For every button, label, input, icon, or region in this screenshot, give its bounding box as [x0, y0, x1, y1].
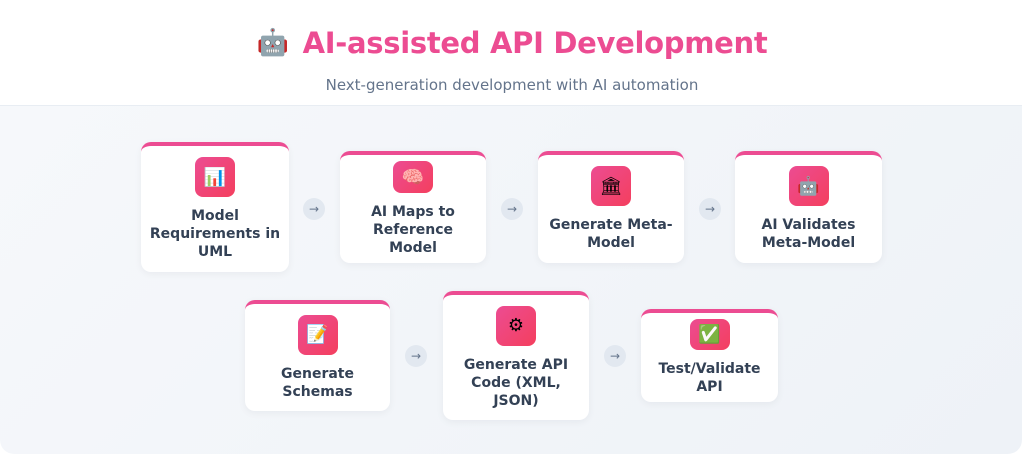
step-card-model-requirements: 📊 Model Requirements in UML: [141, 142, 289, 272]
step-label: Generate Schemas: [281, 365, 354, 400]
bar-chart-icon: 📊: [195, 157, 235, 197]
step-label: AI Validates Meta-Model: [761, 217, 856, 251]
step-card-ai-maps: 🧠 AI Maps to Reference Model: [340, 151, 486, 263]
step-card-ai-validates: 🤖 AI Validates Meta-Model: [735, 151, 882, 263]
arrow-icon: →: [699, 198, 721, 220]
step-label: Model Requirements in UML: [149, 208, 281, 260]
step-card-generate-meta-model: 🏛 Generate Meta-Model: [538, 151, 684, 263]
step-card-test-validate: ✅ Test/Validate API: [641, 309, 778, 402]
page-title: 🤖 AI-assisted API Development: [0, 26, 1024, 60]
step-card-generate-api-code: ⚙ Generate API Code (XML, JSON): [443, 291, 589, 420]
header: 🤖 AI-assisted API Development Next-genera…: [0, 0, 1024, 105]
step-label: Test/Validate API: [658, 361, 761, 395]
step-label: Generate Meta-Model: [549, 217, 673, 251]
robot-icon: 🤖: [788, 166, 829, 206]
arrow-icon: →: [501, 198, 523, 220]
step-card-generate-schemas: 📝 Generate Schemas: [245, 300, 390, 411]
title-text: AI-assisted API Development: [302, 26, 768, 60]
gear-icon: ⚙: [496, 305, 536, 346]
arrow-icon: →: [405, 345, 427, 367]
page-subtitle: Next-generation development with AI auto…: [325, 76, 699, 94]
classical-building-icon: 🏛: [591, 166, 631, 206]
memo-icon: 📝: [297, 314, 338, 355]
brain-icon: 🧠: [393, 161, 433, 193]
arrow-icon: →: [604, 345, 626, 367]
robot-icon: 🤖: [256, 28, 289, 58]
arrow-icon: →: [303, 198, 325, 220]
check-mark-icon: ✅: [689, 319, 730, 350]
step-label: Generate API Code (XML, JSON): [463, 356, 569, 409]
step-label: AI Maps to Reference Model: [371, 204, 455, 256]
